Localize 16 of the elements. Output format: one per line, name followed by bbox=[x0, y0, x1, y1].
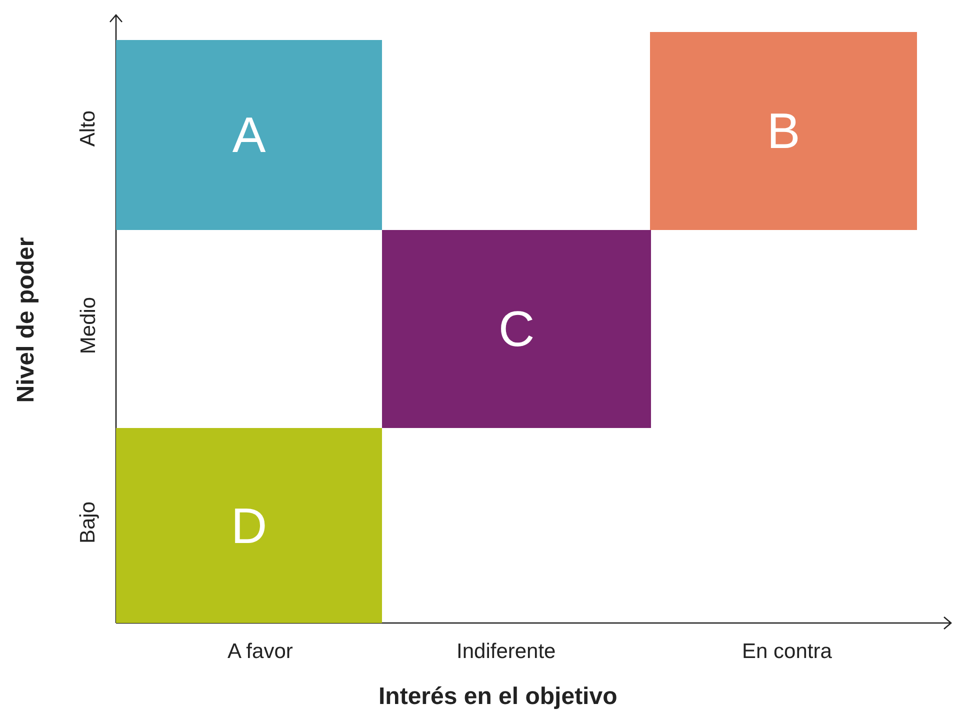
axis-tick-label: En contra bbox=[742, 640, 832, 662]
quadrant-box bbox=[116, 428, 382, 623]
quadrant-letter: B bbox=[766, 102, 800, 160]
axis-tick-label: Indiferente bbox=[456, 640, 556, 662]
quadrant-box bbox=[116, 40, 382, 230]
quadrant-letter: D bbox=[230, 496, 268, 554]
quadrant-box bbox=[650, 32, 917, 230]
axis-tick-label: Alto bbox=[78, 110, 99, 146]
quadrant-letter: C bbox=[498, 300, 535, 358]
axis-tick-label: Bajo bbox=[78, 500, 99, 544]
axis-tick-label: A favor bbox=[228, 640, 293, 662]
quadrant-letter: A bbox=[232, 106, 266, 164]
quadrant-box bbox=[382, 230, 651, 428]
axis-tick-label: Medio bbox=[78, 296, 99, 354]
axis-title: Nivel de poder bbox=[14, 237, 38, 403]
axis-title: Interés en el objetivo bbox=[378, 685, 618, 709]
